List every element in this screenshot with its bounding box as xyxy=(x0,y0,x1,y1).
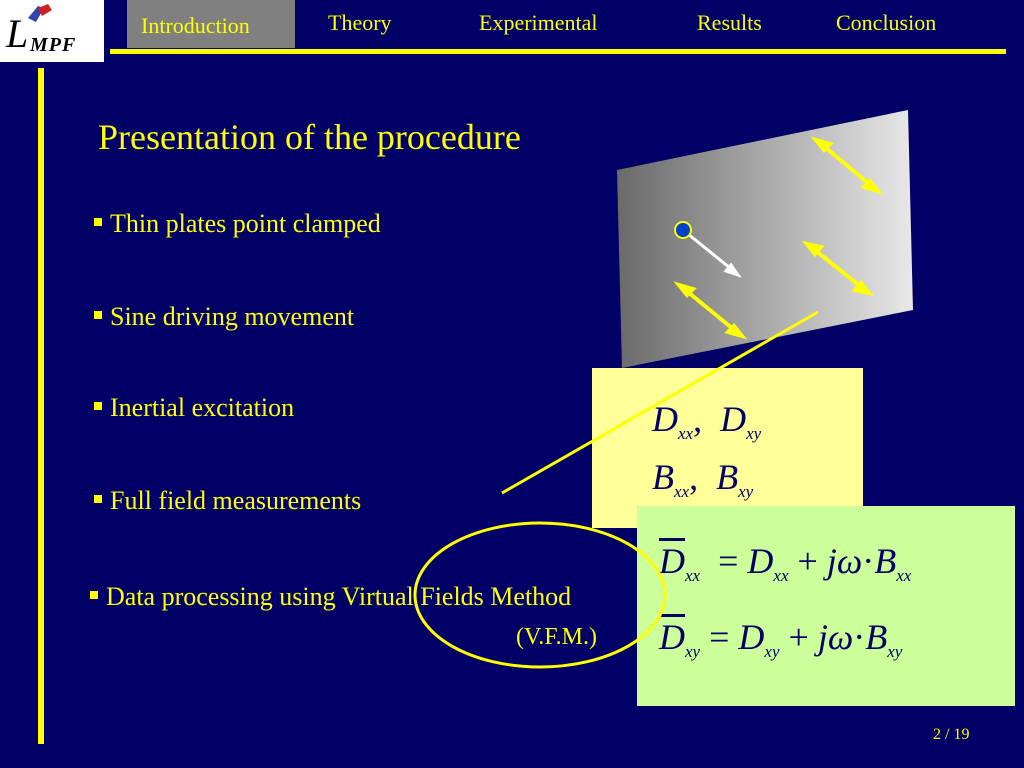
lmpf-logo: L MPF xyxy=(0,0,104,62)
tab-introduction[interactable]: Introduction xyxy=(127,0,295,48)
b-terms: Bxx, Bxy xyxy=(652,457,754,501)
clamp-arrow xyxy=(687,232,742,278)
bullet-item: Inertial excitation xyxy=(94,393,294,423)
vfm-ellipse xyxy=(413,521,667,669)
slide-title: Presentation of the procedure xyxy=(98,117,521,157)
left-border-line xyxy=(38,68,44,744)
stiffness-box: Dxx, Dxy Bxx, Bxy xyxy=(592,368,863,528)
connector-line xyxy=(501,310,819,495)
equation-xx: Dxx = Dxx + jω·Bxx xyxy=(659,541,912,585)
page-number: 2 / 19 xyxy=(933,726,970,743)
equation-xy: Dxy = Dxy + jω·Bxy xyxy=(659,617,903,661)
bullet-item: Data processing using Virtual Fields Met… xyxy=(90,582,571,612)
bullet-item: Thin plates point clamped xyxy=(94,209,381,239)
nav-underline xyxy=(110,49,1006,54)
flag-icon xyxy=(28,4,52,22)
tab-introduction-label: Introduction xyxy=(141,13,250,38)
bullet-item: Sine driving movement xyxy=(94,302,354,332)
vfm-label: (V.F.M.) xyxy=(516,624,597,650)
tab-theory[interactable]: Theory xyxy=(328,10,392,35)
d-terms: Dxx, Dxy xyxy=(652,399,762,443)
plate-shape xyxy=(617,110,913,368)
clamp-point xyxy=(674,221,692,239)
tab-experimental[interactable]: Experimental xyxy=(479,10,598,35)
complex-stiffness-box: Dxx = Dxx + jω·Bxx Dxy = Dxy + jω·Bxy xyxy=(637,506,1015,706)
logo-subtext: MPF xyxy=(30,34,77,56)
vibration-arrows xyxy=(673,136,884,340)
tab-results[interactable]: Results xyxy=(697,10,762,35)
bullet-item: Full field measurements xyxy=(94,486,361,516)
tab-conclusion[interactable]: Conclusion xyxy=(836,10,937,35)
logo-letter: L xyxy=(6,11,29,56)
